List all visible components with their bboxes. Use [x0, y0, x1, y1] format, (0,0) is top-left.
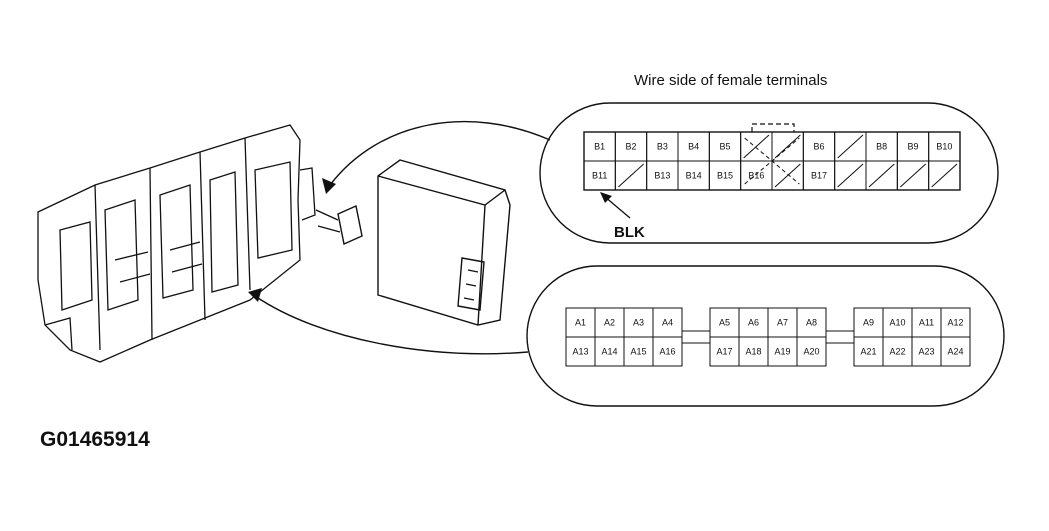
figure-id: G01465914	[40, 428, 150, 451]
connector-b-latch	[751, 123, 795, 132]
terminal-label: B1	[594, 142, 605, 152]
terminal-label: A18	[745, 347, 761, 357]
unused-terminal-slash	[774, 134, 801, 159]
terminal-label: B14	[686, 171, 702, 181]
unused-terminal-slash	[837, 163, 864, 188]
unused-terminal-slash	[837, 134, 864, 159]
terminal-label: A16	[659, 347, 675, 357]
terminal-label: A11	[919, 318, 934, 328]
terminal-label: A1	[575, 318, 586, 328]
terminal-cell	[940, 336, 971, 367]
terminal-label: A19	[774, 347, 790, 357]
terminal-label: A13	[572, 347, 588, 357]
terminal-label: A23	[918, 347, 934, 357]
terminal-label: A24	[947, 347, 963, 357]
arrowhead-top	[322, 178, 336, 194]
terminal-label: A22	[889, 347, 905, 357]
terminal-label: B16	[748, 171, 764, 181]
terminal-label: A14	[601, 347, 617, 357]
connector-a-callout	[526, 265, 1005, 407]
terminal-label: A2	[604, 318, 615, 328]
wire-color-label: BLK	[614, 224, 645, 241]
terminal-label: B5	[719, 142, 730, 152]
terminal-label: B15	[717, 171, 733, 181]
arrowhead-bottom	[248, 288, 262, 302]
terminal-label: A17	[716, 347, 732, 357]
terminal-label: A20	[803, 347, 819, 357]
connector-link-bar	[681, 330, 711, 344]
connector-link-bar	[825, 330, 855, 344]
page-title: Wire side of female terminals	[634, 72, 828, 89]
terminal-cell	[928, 160, 961, 191]
blk-pointer-arrowhead	[600, 192, 612, 203]
terminal-cell	[796, 336, 827, 367]
terminal-label: B17	[811, 171, 827, 181]
unused-terminal-slash	[617, 163, 645, 188]
terminal-label: A8	[806, 318, 817, 328]
terminal-label: A12	[947, 318, 963, 328]
terminal-label: A4	[662, 318, 673, 328]
terminal-label: A6	[748, 318, 759, 328]
unused-terminal-slash	[774, 163, 801, 188]
leader-lines	[254, 120, 551, 355]
terminal-cell	[652, 336, 683, 367]
terminal-label: A7	[777, 318, 788, 328]
terminal-label: B10	[936, 142, 952, 152]
terminal-label: B4	[688, 142, 699, 152]
unused-terminal-slash	[868, 163, 895, 188]
terminal-label: B3	[657, 142, 668, 152]
terminal-label: A15	[630, 347, 646, 357]
terminal-label: B2	[625, 142, 636, 152]
connector-b-callout	[539, 102, 999, 244]
terminal-label: A21	[860, 347, 876, 357]
terminal-label: B11	[592, 171, 607, 181]
terminal-label: A5	[719, 318, 730, 328]
terminal-label: B8	[876, 142, 887, 152]
terminal-label: A10	[889, 318, 905, 328]
unused-terminal-slash	[931, 163, 958, 188]
terminal-cross-mark	[744, 137, 800, 185]
terminal-label: B9	[907, 142, 918, 152]
terminal-label: B6	[813, 142, 824, 152]
fuse-box-illustration	[37, 124, 316, 363]
terminal-label: A3	[633, 318, 644, 328]
control-unit-illustration	[315, 159, 511, 326]
unused-terminal-slash	[899, 163, 927, 188]
unused-terminal-slash	[743, 134, 770, 159]
terminal-label: A9	[863, 318, 874, 328]
terminal-label: B13	[654, 171, 670, 181]
